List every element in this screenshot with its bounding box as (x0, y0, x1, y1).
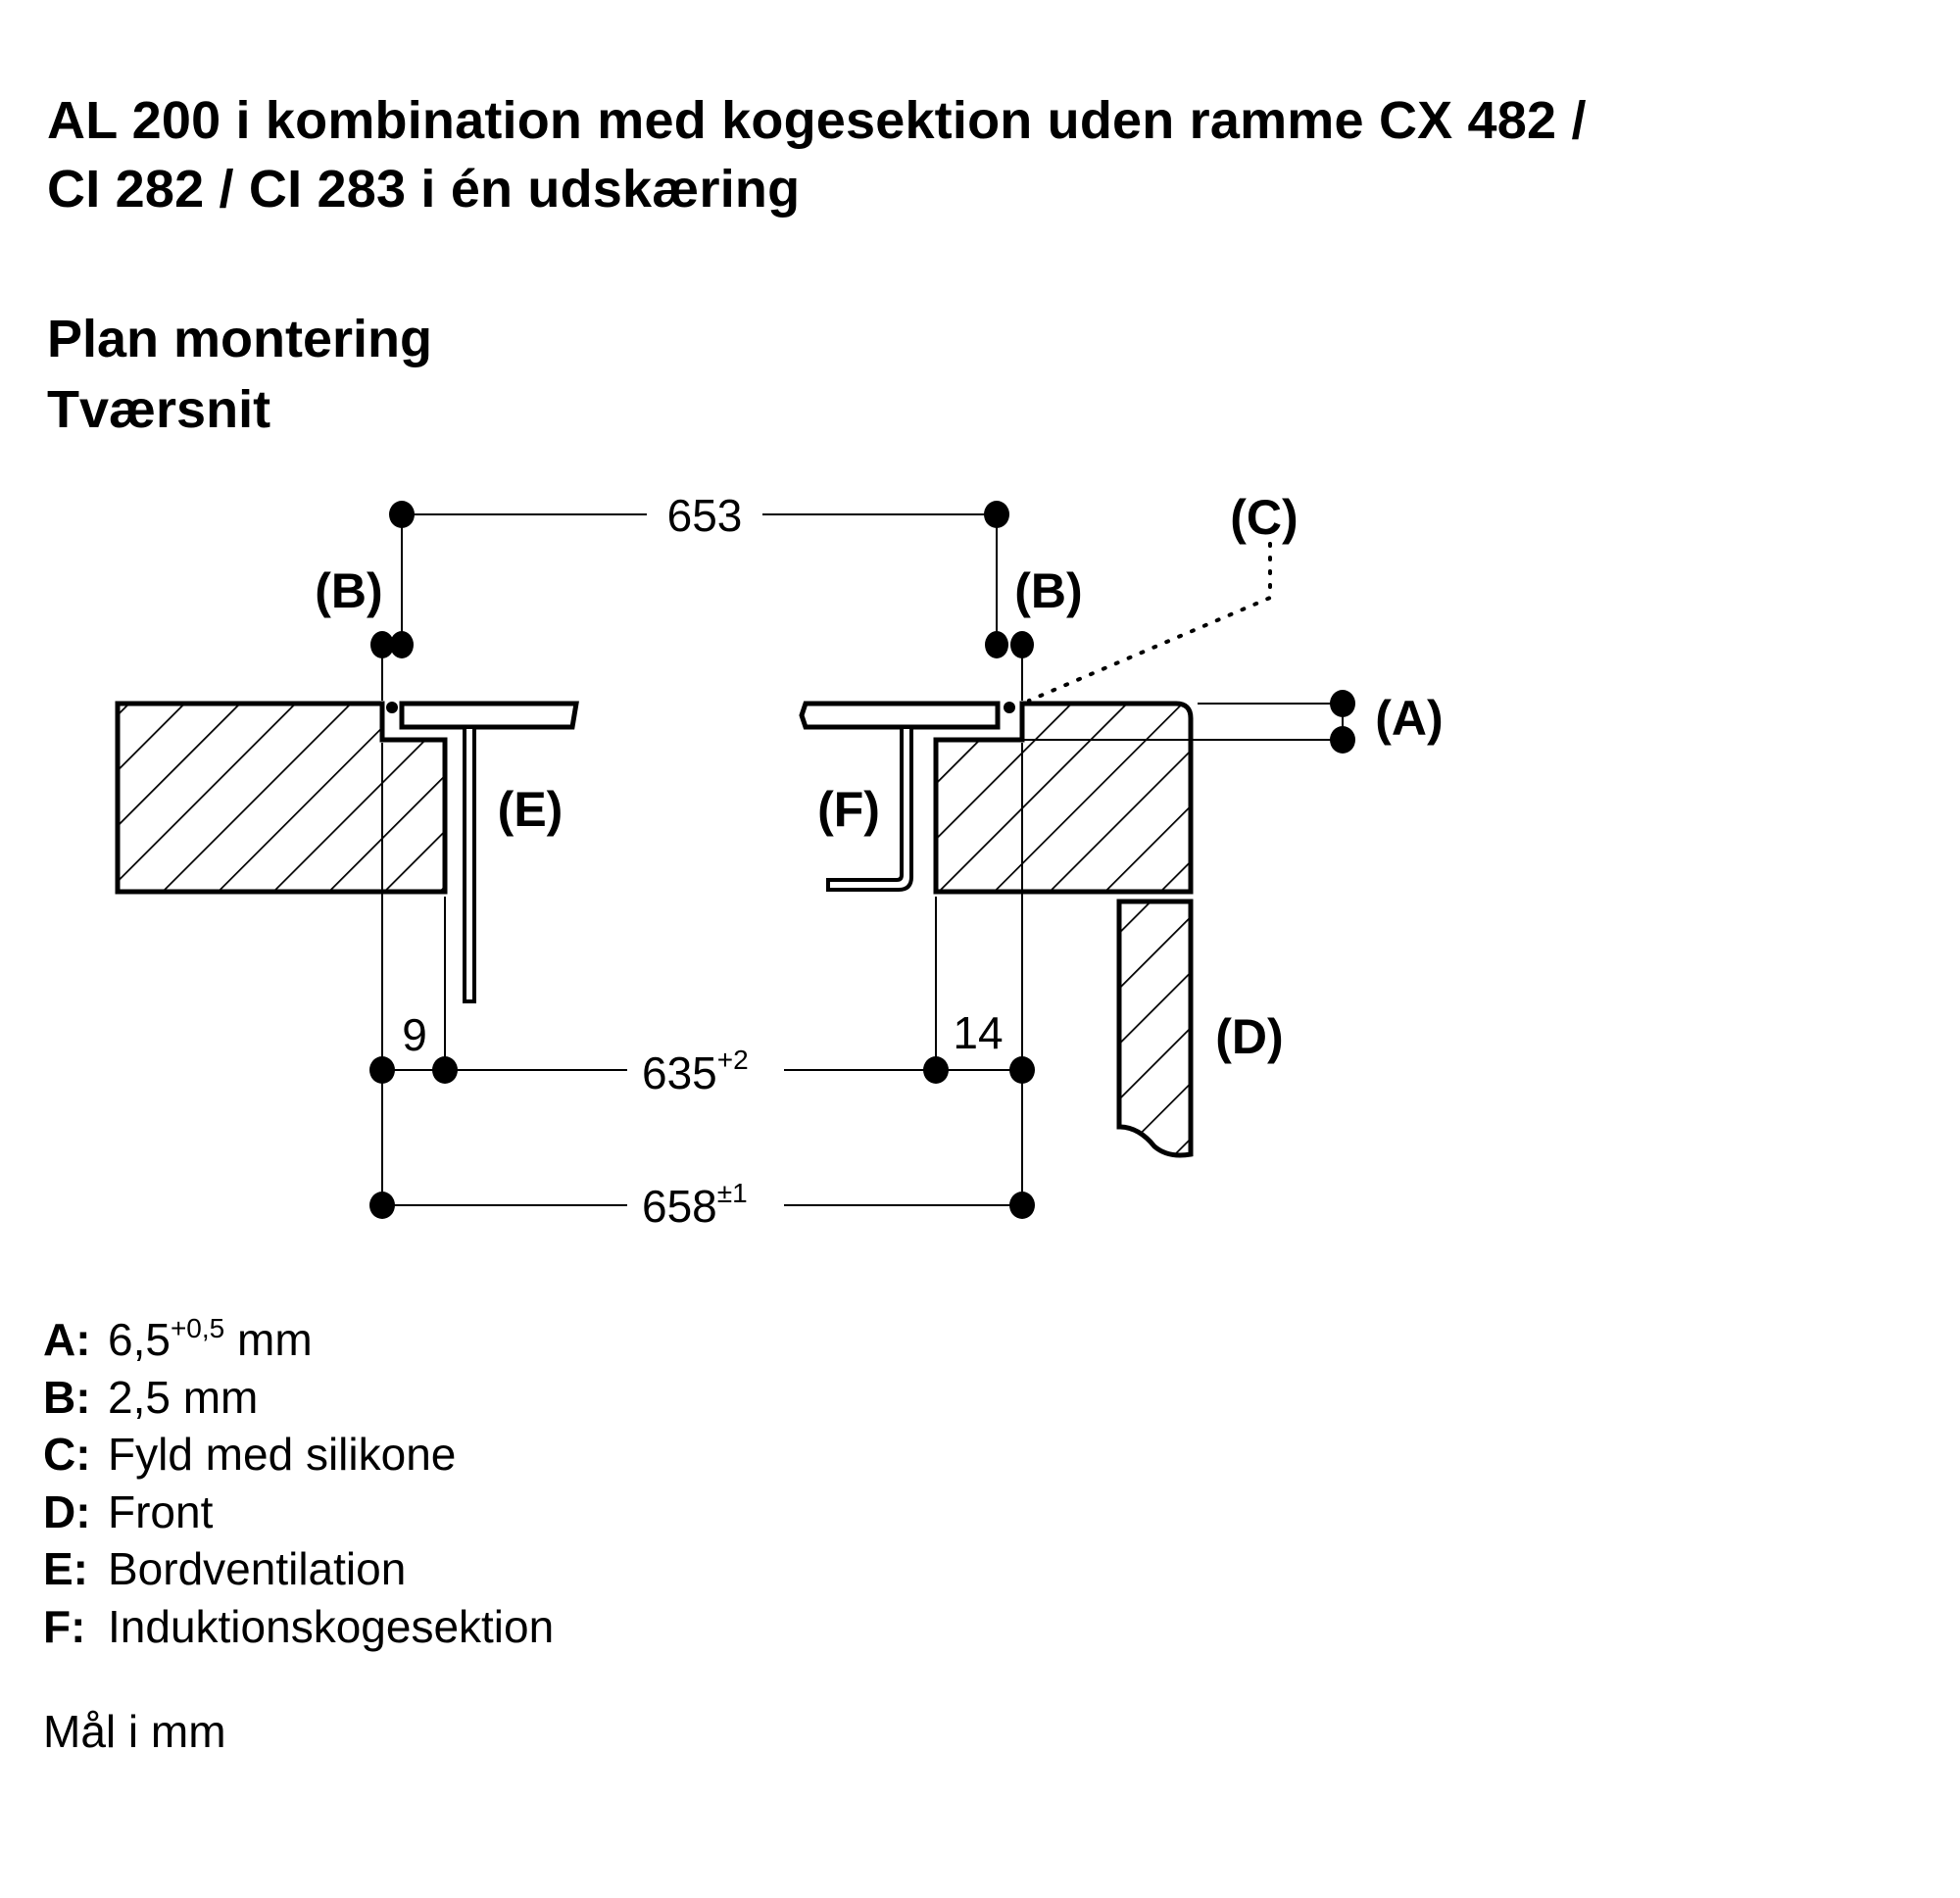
title-line-1: AL 200 i kombination med kogesektion ude… (47, 91, 1587, 150)
dimension-653: 653 (389, 490, 1009, 541)
label-c: (C) (1230, 490, 1298, 545)
dimension-a (1330, 690, 1355, 754)
legend-item-b: B:2,5 mm (43, 1371, 259, 1423)
legend-item-c: C:Fyld med silikone (43, 1429, 457, 1480)
silicone-joint-right (1004, 702, 1015, 713)
front-panel (1116, 899, 1194, 1158)
section-heading: Plan montering Tværsnit (47, 304, 432, 445)
label-f: (F) (817, 782, 880, 837)
legend-item-a: A:6,5+0,5 mm (43, 1313, 313, 1365)
dimension-635: 635+2 9 14 (369, 1007, 1035, 1098)
dim-9-label: 9 (402, 1009, 427, 1060)
legend: A:6,5+0,5 mm B:2,5 mm C:Fyld med silikon… (43, 1311, 554, 1655)
label-e: (E) (498, 782, 564, 837)
ventilation-stem (463, 725, 476, 1003)
subtitle-mounting: Plan montering (47, 310, 433, 368)
label-a: (A) (1375, 691, 1443, 746)
dim-658-label: 658±1 (642, 1178, 748, 1232)
extension-lines (381, 514, 1344, 1205)
label-b-right: (B) (1014, 563, 1082, 618)
legend-item-f: F:Induktionskogesektion (43, 1600, 555, 1652)
dimension-658: 658±1 (369, 1178, 1035, 1232)
page-title: AL 200 i kombination med kogesektion ude… (47, 86, 1587, 223)
title-line-2: CI 282 / CI 283 i én udskæring (47, 160, 801, 219)
units-note: Mål i mm (43, 1706, 226, 1757)
dim-14-label: 14 (953, 1007, 1003, 1058)
legend-item-d: D:Front (43, 1485, 214, 1537)
cooktop-bracket (826, 725, 913, 892)
dimension-b-left (370, 631, 414, 658)
legend-item-e: E:Bordventilation (43, 1543, 407, 1594)
label-b-left: (B) (315, 563, 382, 618)
dimension-b-right (985, 631, 1034, 658)
cooktop-glass (799, 701, 1001, 730)
silicone-leader-line (1027, 542, 1272, 703)
silicone-joint-left (386, 702, 398, 713)
dim-635-label: 635+2 (642, 1045, 749, 1098)
dim-653-label: 653 (667, 490, 743, 541)
subtitle-cross-section: Tværsnit (47, 380, 271, 439)
ventilation-glass (399, 701, 579, 730)
label-d: (D) (1215, 1009, 1283, 1064)
right-worktop (933, 701, 1194, 895)
left-worktop (115, 701, 448, 895)
